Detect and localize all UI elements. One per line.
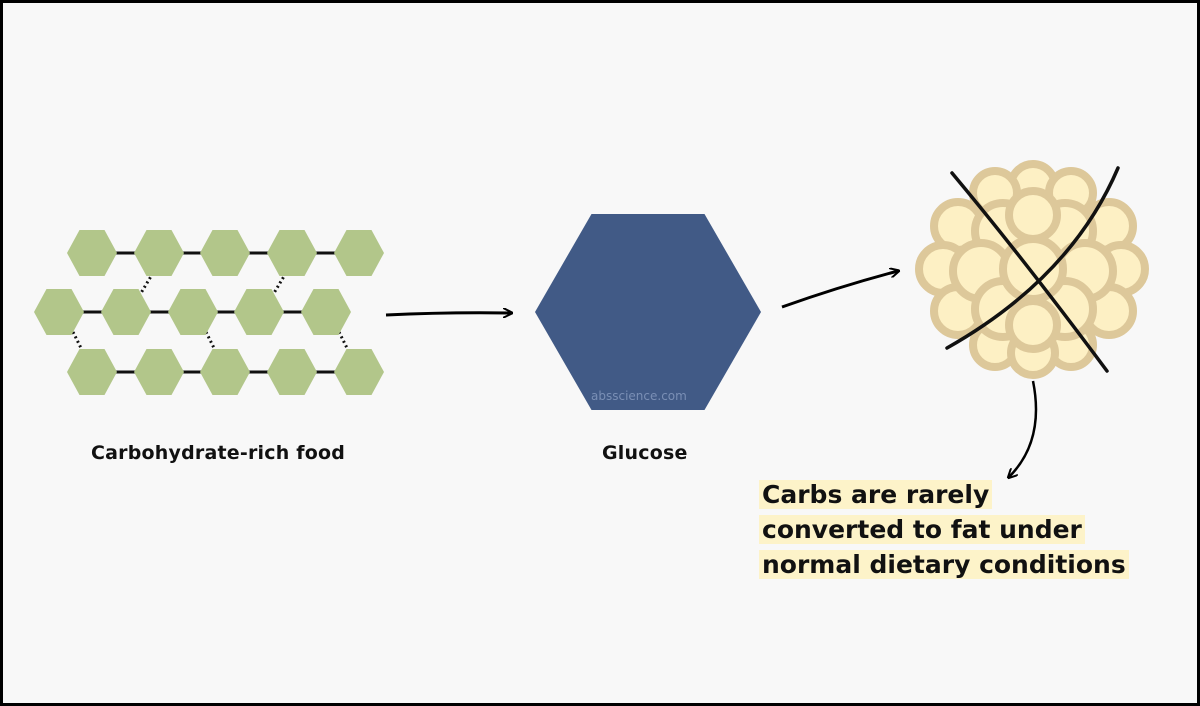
arrow-carbs-to-glucose <box>385 313 511 315</box>
carb-branch-links <box>71 272 351 353</box>
fat-cell <box>1005 297 1061 353</box>
callout-line: converted to fat under <box>759 512 1129 547</box>
glucose-hexagon <box>535 214 761 410</box>
diagram-graphics <box>34 160 1149 703</box>
arrow-glucose-to-fat <box>781 271 898 309</box>
carb-hexagon <box>34 289 84 335</box>
watermark-text: absscience.com <box>591 389 687 403</box>
carb-branch-link <box>139 272 155 294</box>
glucose-label: Glucose <box>602 442 688 464</box>
carb-hexagon <box>134 349 184 395</box>
carb-branch-link <box>71 331 85 353</box>
carb-hexagon <box>234 289 284 335</box>
carbohydrate-label: Carbohydrate-rich food <box>91 442 346 464</box>
carb-branch-link <box>204 331 218 353</box>
carb-hexagon <box>200 349 250 395</box>
carb-hexagon <box>334 230 384 276</box>
carb-hexagon <box>334 349 384 395</box>
carb-branch-link <box>272 272 288 294</box>
fat-cell <box>1005 187 1061 243</box>
carb-hexagon <box>101 289 151 335</box>
carb-hexagon <box>301 289 351 335</box>
callout-line: normal dietary conditions <box>759 547 1129 582</box>
callout-line: Carbs are rarely <box>759 477 1129 512</box>
arrow-fat-to-callout <box>1009 380 1038 477</box>
carbohydrate-chain <box>34 230 384 395</box>
carb-hexagon <box>168 289 218 335</box>
carb-hexagon <box>200 230 250 276</box>
carb-hexagon <box>67 349 117 395</box>
carb-hexagon <box>67 230 117 276</box>
carb-hexagons <box>34 230 384 395</box>
carb-hexagon <box>134 230 184 276</box>
carb-branch-link <box>337 331 351 353</box>
carb-hexagon <box>267 349 317 395</box>
carb-hexagon <box>267 230 317 276</box>
cross-out-icon <box>945 166 1120 373</box>
callout-text: Carbs are rarely converted to fat under … <box>759 477 1129 582</box>
